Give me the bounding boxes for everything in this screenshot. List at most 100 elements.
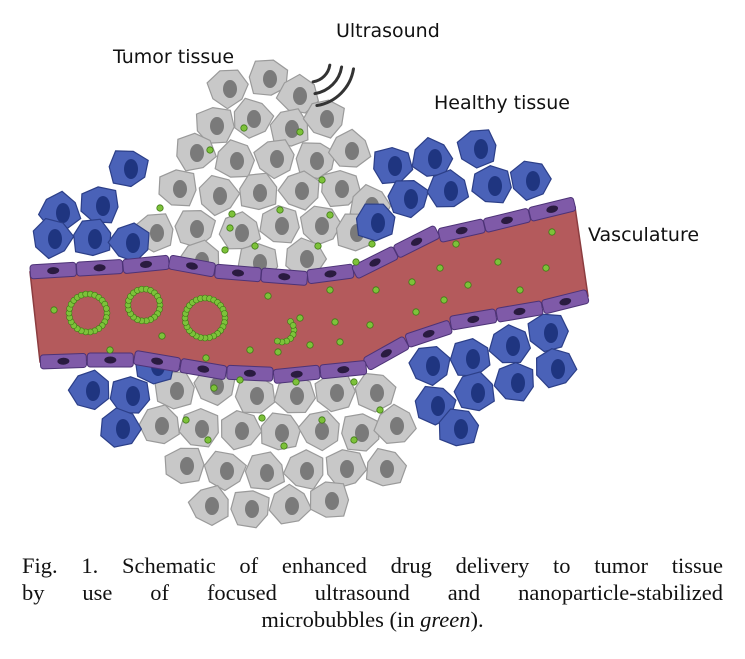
caption-line-2: by use of focused ultrasound and nanopar… — [22, 580, 723, 605]
healthy-nucleus — [48, 229, 62, 249]
ultrasound-wave — [315, 67, 355, 107]
tumor-nucleus — [315, 422, 329, 440]
healthy-nucleus — [526, 171, 540, 191]
healthy-nucleus — [404, 189, 418, 209]
endothelial-nucleus — [369, 258, 381, 267]
tumor-nucleus — [390, 417, 404, 435]
microbubble — [181, 294, 229, 342]
nanoparticle — [464, 281, 472, 289]
endothelial-nucleus — [337, 366, 350, 374]
endothelial-cell — [39, 353, 88, 370]
endothelial-cell — [75, 259, 124, 277]
tumor-nucleus — [170, 382, 184, 400]
tumor-nucleus — [245, 500, 259, 518]
nanoparticle — [376, 406, 384, 414]
nanoparticle — [274, 348, 282, 356]
nanoparticle — [280, 442, 288, 450]
nanoparticle — [228, 210, 236, 218]
endothelial-cell — [393, 225, 440, 258]
endothelial-nucleus — [411, 237, 423, 246]
nanoparticle — [516, 286, 524, 294]
tumor-nucleus — [260, 464, 274, 482]
healthy-nucleus — [116, 419, 130, 439]
tumor-nucleus — [290, 387, 304, 405]
tumor-nucleus — [190, 144, 204, 162]
endothelial-nucleus — [243, 369, 256, 377]
tumor-nucleus — [230, 152, 244, 170]
nanoparticle — [548, 228, 556, 236]
nanoparticle — [296, 128, 304, 136]
nanoparticle — [251, 242, 259, 250]
nanoparticle — [221, 246, 229, 254]
tumor-nucleus — [275, 217, 289, 235]
caption-line-3-prefix: microbubbles (in — [261, 607, 421, 632]
endothelial-cell — [179, 358, 228, 380]
bubble-particle — [274, 337, 281, 345]
endothelial-nucleus — [140, 260, 152, 268]
healthy-nucleus — [88, 229, 102, 249]
nanoparticle — [436, 264, 444, 272]
nanoparticle — [276, 206, 284, 214]
tumor-nucleus — [355, 424, 369, 442]
tumor-nucleus — [205, 497, 219, 515]
nanoparticle — [440, 296, 448, 304]
endothelial-nucleus — [455, 226, 468, 235]
tumor-nucleus — [335, 180, 349, 198]
healthy-nucleus — [454, 419, 468, 439]
tumor-nucleus — [295, 182, 309, 200]
nanoparticle — [106, 346, 114, 354]
healthy-nucleus — [126, 233, 140, 253]
nanoparticle — [226, 224, 234, 232]
endothelial-cell — [29, 261, 77, 280]
endothelial-cell — [272, 364, 321, 384]
microbubbles-group — [65, 285, 298, 346]
healthy-nucleus — [126, 386, 140, 406]
ultrasound-wave — [313, 65, 344, 96]
endothelial-nucleus — [197, 365, 210, 373]
endothelial-nucleus — [290, 370, 303, 378]
microbubble — [124, 285, 164, 325]
healthy-cells-group — [32, 129, 578, 448]
nanoparticle — [306, 341, 314, 349]
healthy-nucleus — [388, 156, 402, 176]
endothelial-cell — [363, 336, 410, 371]
tumor-nucleus — [320, 110, 334, 128]
nanoparticle — [206, 146, 214, 154]
nanoparticle — [366, 321, 374, 329]
nanoparticle — [372, 286, 380, 294]
label-vasculature: Vasculature — [588, 224, 700, 246]
endothelial-nucleus — [57, 357, 70, 365]
endothelial-cell — [404, 320, 453, 348]
tumor-nucleus — [345, 142, 359, 160]
nanoparticle — [350, 378, 358, 386]
tumor-nucleus — [247, 110, 261, 128]
endothelial-nucleus — [513, 307, 526, 316]
tumor-nucleus — [285, 120, 299, 138]
label-healthy-tissue: Healthy tissue — [434, 92, 570, 114]
tumor-nucleus — [173, 180, 187, 198]
tumor-nucleus — [285, 497, 299, 515]
healthy-nucleus — [371, 213, 385, 233]
healthy-nucleus — [551, 359, 565, 379]
nanoparticle — [50, 306, 58, 314]
endothelial-nucleus — [559, 298, 572, 306]
tumor-cells-group — [133, 59, 417, 529]
endothelial-nucleus — [546, 205, 559, 213]
ultrasound-waves-icon — [311, 63, 355, 107]
tumor-nucleus — [220, 462, 234, 480]
microbubble — [274, 318, 298, 346]
endothelial-nucleus — [232, 269, 244, 277]
endothelial-nucleus — [278, 273, 291, 281]
nanoparticle — [210, 384, 218, 392]
healthy-nucleus — [488, 176, 502, 196]
nanoparticle — [494, 258, 502, 266]
tumor-nucleus — [293, 87, 307, 105]
tumor-nucleus — [210, 117, 224, 135]
nanoparticle — [204, 436, 212, 444]
endothelial-cells-group — [29, 197, 590, 384]
endothelial-nucleus — [501, 216, 513, 224]
tumor-nucleus — [275, 424, 289, 442]
nanoparticle — [156, 204, 164, 212]
endothelial-nucleus — [47, 267, 60, 275]
nanoparticle — [352, 258, 360, 266]
